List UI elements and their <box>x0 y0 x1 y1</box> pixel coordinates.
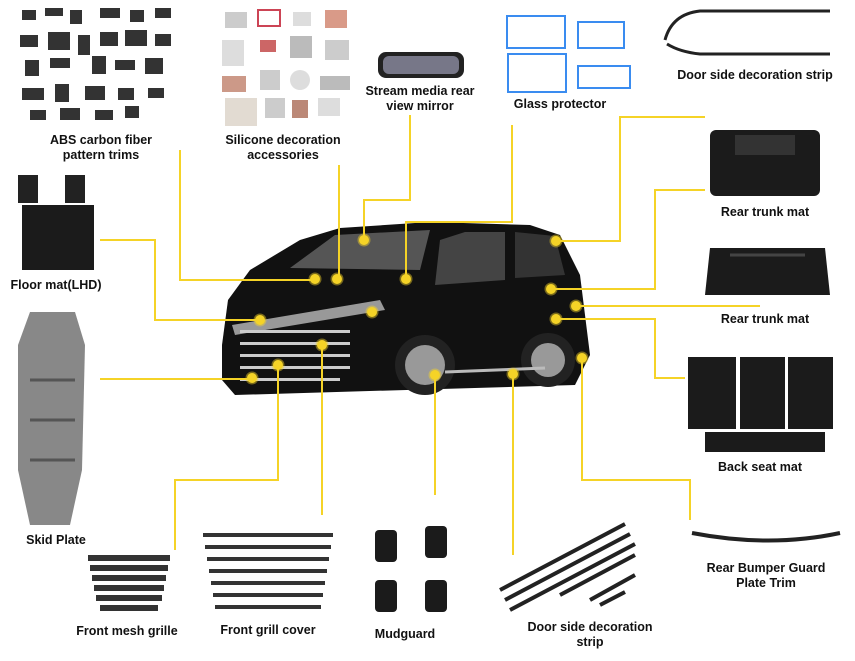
label-skid-plate: Skid Plate <box>26 533 86 547</box>
label-rear-view-mirror: Stream media rear view mirror <box>365 84 475 113</box>
label-mudguard: Mudguard <box>374 627 436 641</box>
callout-dots <box>245 233 589 385</box>
callout-lines <box>100 115 760 555</box>
label-door-strip-top: Door side decoration strip <box>677 68 833 82</box>
back-seat-mat-image <box>688 357 833 452</box>
line-trunk1 <box>551 189 705 290</box>
abs-trims-image <box>20 8 171 120</box>
label-floor-mat: Floor mat(LHD) <box>10 278 102 292</box>
line-floor <box>100 239 260 321</box>
line-mesh <box>174 365 279 550</box>
door-strip-top-image <box>663 9 830 56</box>
grill-cover-image <box>203 533 333 609</box>
line-bumper <box>581 358 691 520</box>
mudguard-image <box>375 526 447 612</box>
trunk-mat-1-image <box>710 130 820 196</box>
glass-protector-image <box>506 15 631 93</box>
label-door-strip-bottom: Door side decoration strip <box>527 620 653 649</box>
line-glass <box>405 125 513 279</box>
floor-mat-image <box>18 175 94 270</box>
label-back-seat-mat: Back seat mat <box>717 460 803 474</box>
mesh-grille-image <box>88 555 170 611</box>
label-rear-trunk-mat-1: Rear trunk mat <box>720 205 810 219</box>
line-mirror <box>363 115 411 240</box>
line-abs <box>179 150 315 281</box>
label-front-grill-cover: Front grill cover <box>220 623 316 637</box>
label-abs-trims: ABS carbon fiber pattern trims <box>49 133 153 162</box>
line-door-top <box>556 116 705 242</box>
line-backseat <box>556 318 685 379</box>
label-rear-trunk-mat-2: Rear trunk mat <box>720 312 810 326</box>
label-rear-bumper-trim: Rear Bumper Guard Plate Trim <box>706 561 826 590</box>
label-front-mesh-grille: Front mesh grille <box>76 624 178 638</box>
trunk-mat-2-image <box>705 248 830 295</box>
silicone-accessories-image <box>222 9 350 126</box>
label-silicone-accessories: Silicone decoration accessories <box>225 133 341 162</box>
mirror-image <box>378 52 464 78</box>
bumper-trim-image <box>691 531 841 543</box>
skid-plate-image <box>18 312 85 525</box>
label-glass-protector: Glass protector <box>513 97 607 111</box>
door-strip-bottom-image <box>499 522 636 612</box>
